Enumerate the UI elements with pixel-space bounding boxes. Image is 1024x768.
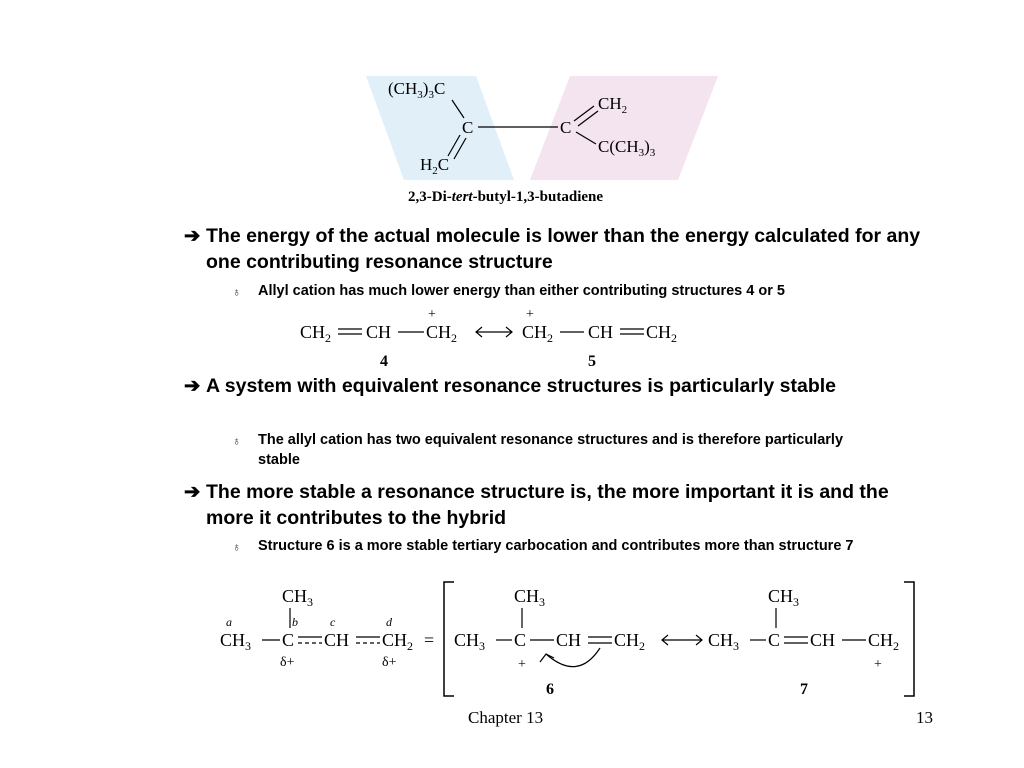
svg-text:CH3: CH3 [514,586,545,609]
footer-page-number: 13 [916,708,933,727]
svg-text:C: C [768,630,780,650]
svg-text:+: + [526,307,534,322]
sub-bullet-1-text: Allyl cation has much lower energy than … [258,283,785,299]
svg-text:+: + [518,657,526,672]
svg-text:d: d [386,615,393,629]
svg-text:CH3: CH3 [282,586,313,609]
h2c-label: H2C [420,155,449,177]
svg-text:CH2: CH2 [868,630,899,653]
structure-label-4: 4 [380,353,388,370]
bullet-2-text: A system with equivalent resonance struc… [206,375,837,397]
carbon-2: C [462,118,473,137]
svg-text:CH: CH [810,630,835,650]
butadiene-figure: (CH3)3C C C H2C CH2 C(CH3)3 2,3-Di-tert-… [366,76,718,205]
partial-charge-b: δ+ [280,655,295,670]
svg-text:b: b [292,615,298,629]
bullet-1: ➔ The energy of the actual molecule is l… [184,223,924,275]
arrow-bullet-icon: ➔ [184,225,201,247]
hybrid-resonance-figure: CH3 a b c d CH3 C CH CH2 δ+ δ+ = CH3 CH3… [220,581,915,698]
svg-text:CH2: CH2 [614,630,645,653]
ch2-label: CH2 [598,94,627,116]
tbutyl-right: C(CH3)3 [598,137,656,159]
allyl-resonance-figure: CH2 CH + CH2 + CH2 CH CH2 4 5 [300,307,677,370]
svg-text:CH: CH [324,630,349,650]
footer-chapter: Chapter 13 [468,708,544,727]
svg-text:CH2: CH2 [426,322,457,345]
right-parallelogram [530,76,718,180]
svg-text:C: C [514,630,526,650]
svg-text:CH: CH [366,322,391,342]
svg-text:CH3: CH3 [768,586,799,609]
sub-bullet-3-text: Structure 6 is a more stable tertiary ca… [258,538,854,554]
svg-text:=: = [424,630,434,650]
svg-text:+: + [428,307,436,322]
svg-text:a: a [226,615,232,629]
left-parallelogram [366,76,514,180]
bullet-2: ➔ A system with equivalent resonance str… [184,373,924,399]
svg-text:C: C [282,630,294,650]
sub-bullet-icon: ♁ [232,434,241,448]
sub-bullet-3: ♁ Structure 6 is a more stable tertiary … [232,536,882,556]
bullet-1-text: The energy of the actual molecule is low… [206,225,921,273]
svg-text:CH: CH [588,322,613,342]
svg-text:+: + [874,657,882,672]
sub-bullet-icon: ♁ [232,540,241,554]
figure-caption: 2,3-Di-tert-butyl-1,3-butadiene [408,189,603,205]
carbon-3: C [560,118,571,137]
bullet-3-text: The more stable a resonance structure is… [206,481,889,529]
sub-bullet-1: ♁ Allyl cation has much lower energy tha… [232,281,882,301]
structure-label-6: 6 [546,681,554,698]
arrow-bullet-icon: ➔ [184,481,201,503]
svg-text:CH2: CH2 [646,322,677,345]
svg-text:CH3: CH3 [454,630,485,653]
svg-text:CH2: CH2 [522,322,553,345]
bullet-3: ➔ The more stable a resonance structure … [184,479,924,531]
sub-bullet-2: ♁ The allyl cation has two equivalent re… [232,430,882,470]
arrow-bullet-icon: ➔ [184,375,201,397]
sub-bullet-icon: ♁ [232,285,241,299]
sub-bullet-2-text: The allyl cation has two equivalent reso… [258,432,844,468]
tbutyl-left: (CH3)3C [388,79,445,101]
svg-text:CH: CH [556,630,581,650]
structure-label-5: 5 [588,353,596,370]
svg-text:c: c [330,615,336,629]
svg-text:CH3: CH3 [708,630,739,653]
svg-text:CH2: CH2 [300,322,331,345]
svg-text:CH2: CH2 [382,630,413,653]
svg-text:CH3: CH3 [220,630,251,653]
partial-charge-d: δ+ [382,655,397,670]
structure-label-7: 7 [800,681,808,698]
